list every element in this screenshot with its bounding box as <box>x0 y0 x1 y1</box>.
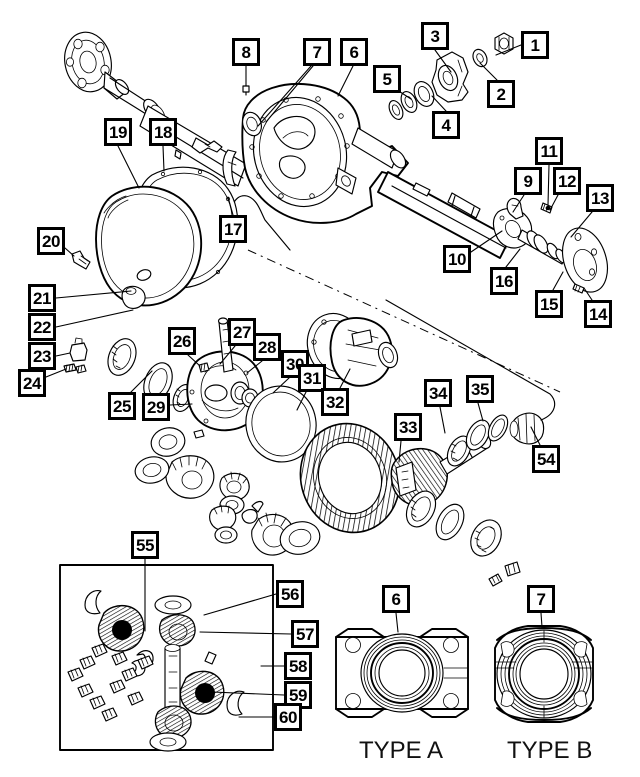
callout-3[interactable]: 3 <box>421 22 449 50</box>
type-b-detail-view <box>488 561 594 723</box>
callout-5[interactable]: 5 <box>373 65 401 93</box>
callout-20[interactable]: 20 <box>37 227 65 255</box>
differential-carrier-internals <box>107 312 399 463</box>
callout-18[interactable]: 18 <box>149 118 177 146</box>
callout-54[interactable]: 54 <box>532 445 560 473</box>
callout-14[interactable]: 14 <box>584 300 612 328</box>
pinion-yoke-assembly <box>388 32 514 120</box>
callout-24[interactable]: 24 <box>18 369 46 397</box>
callout-32[interactable]: 32 <box>321 388 349 416</box>
callout-26[interactable]: 26 <box>168 327 196 355</box>
callout-58[interactable]: 58 <box>284 652 312 680</box>
callout-27[interactable]: 27 <box>228 318 256 346</box>
callout-16[interactable]: 16 <box>490 267 518 295</box>
type-a-label: TYPE A <box>359 737 444 764</box>
callout-4[interactable]: 4 <box>432 111 460 139</box>
callout-29[interactable]: 29 <box>142 393 170 421</box>
differential-cover-and-gasket <box>71 166 239 309</box>
callout-31[interactable]: 31 <box>298 364 326 392</box>
callout-19[interactable]: 19 <box>104 118 132 146</box>
callout-12[interactable]: 12 <box>553 167 581 195</box>
type-b-label: TYPE B <box>507 737 593 764</box>
callout-7-type-b[interactable]: 7 <box>527 585 555 613</box>
callout-22[interactable]: 22 <box>28 313 56 341</box>
callout-6[interactable]: 6 <box>340 38 368 66</box>
type-a-detail-view <box>335 628 469 718</box>
callout-35[interactable]: 35 <box>466 375 494 403</box>
callout-8[interactable]: 8 <box>232 38 260 66</box>
callout-17[interactable]: 17 <box>219 215 247 243</box>
axle-shaft-left <box>64 31 166 122</box>
callout-6-type-a[interactable]: 6 <box>382 585 410 613</box>
differential-housing <box>209 82 409 251</box>
side-gears-and-spider-gears <box>134 427 321 556</box>
callout-15[interactable]: 15 <box>535 290 563 318</box>
callout-55[interactable]: 55 <box>131 531 159 559</box>
ring-gear <box>299 422 401 534</box>
callout-7[interactable]: 7 <box>303 38 331 66</box>
callout-1[interactable]: 1 <box>521 31 549 59</box>
callout-60[interactable]: 60 <box>274 703 302 731</box>
callout-11[interactable]: 11 <box>535 137 563 165</box>
callout-25[interactable]: 25 <box>108 392 136 420</box>
callout-10[interactable]: 10 <box>443 245 471 273</box>
callout-28[interactable]: 28 <box>253 333 281 361</box>
callout-2[interactable]: 2 <box>487 80 515 108</box>
service-kit-box-art <box>59 564 274 752</box>
callout-13[interactable]: 13 <box>586 184 614 212</box>
callout-57[interactable]: 57 <box>291 620 319 648</box>
callout-34[interactable]: 34 <box>424 379 452 407</box>
drive-pinion-gear-and-shaft <box>385 299 556 557</box>
axle-housing-tube-right <box>377 171 511 259</box>
callout-leader-lines <box>45 44 593 718</box>
callout-9[interactable]: 9 <box>514 167 542 195</box>
callout-21[interactable]: 21 <box>28 284 56 312</box>
callout-23[interactable]: 23 <box>28 342 56 370</box>
callout-56[interactable]: 56 <box>276 580 304 608</box>
callout-33[interactable]: 33 <box>394 413 422 441</box>
